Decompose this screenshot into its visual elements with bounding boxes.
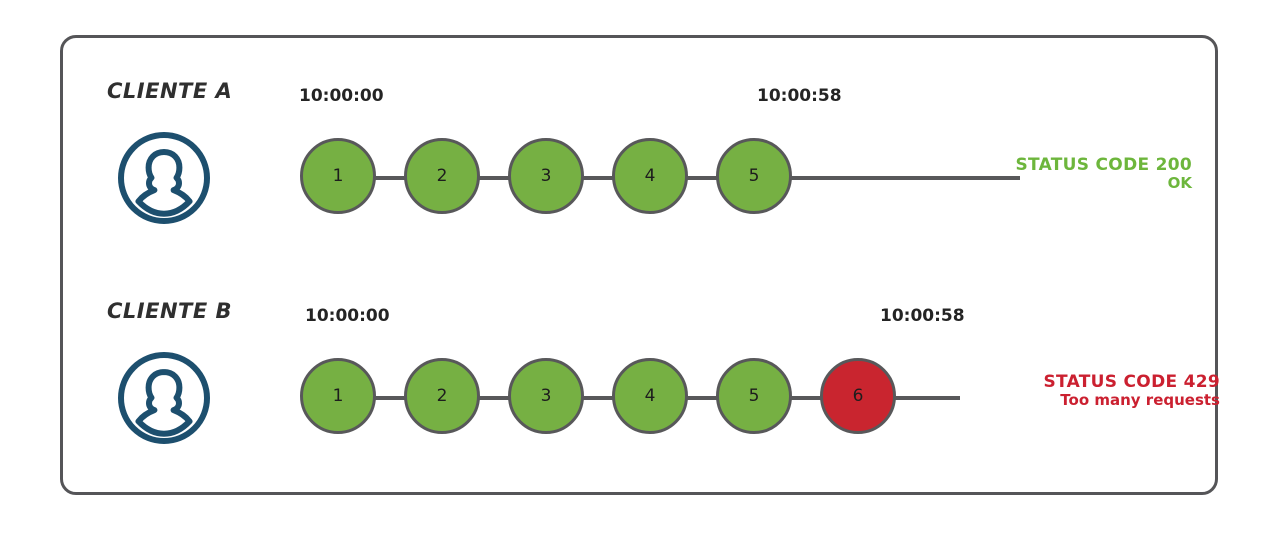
request-node-2[interactable]: 2	[404, 358, 480, 434]
status-b-line1: STATUS CODE 429	[1043, 372, 1220, 392]
chain-connector	[684, 396, 720, 400]
chain-tail-connector	[892, 396, 960, 400]
chain-connector	[372, 396, 408, 400]
chain-tail-connector	[788, 176, 1020, 180]
chain-connector	[788, 396, 824, 400]
client-b-end-time: 10:00:58	[880, 306, 965, 326]
client-a-start-time: 10:00:00	[299, 86, 384, 106]
request-node-5[interactable]: 5	[716, 358, 792, 434]
user-avatar-icon	[116, 130, 212, 226]
status-a-line2: OK	[1167, 174, 1192, 193]
chain-connector	[580, 176, 616, 180]
status-b-line2: Too many requests	[1060, 391, 1220, 410]
client-a-label: CLIENTE A	[107, 79, 233, 103]
chain-connector	[476, 396, 512, 400]
user-avatar-icon	[116, 350, 212, 446]
request-node-1[interactable]: 1	[300, 138, 376, 214]
request-node-5[interactable]: 5	[716, 138, 792, 214]
request-node-1[interactable]: 1	[300, 358, 376, 434]
status-badge-a: STATUS CODE 200 OK	[820, 155, 1192, 193]
chain-connector	[580, 396, 616, 400]
request-node-3[interactable]: 3	[508, 138, 584, 214]
client-a-end-time: 10:00:58	[757, 86, 842, 106]
request-node-4[interactable]: 4	[612, 358, 688, 434]
chain-connector	[476, 176, 512, 180]
client-b-label: CLIENTE B	[107, 299, 233, 323]
request-node-4[interactable]: 4	[612, 138, 688, 214]
client-b-start-time: 10:00:00	[305, 306, 390, 326]
request-node-2[interactable]: 2	[404, 138, 480, 214]
request-node-3[interactable]: 3	[508, 358, 584, 434]
status-a-line1: STATUS CODE 200	[1015, 155, 1192, 175]
chain-connector	[684, 176, 720, 180]
status-badge-b: STATUS CODE 429 Too many requests	[830, 372, 1220, 410]
request-node-6[interactable]: 6	[820, 358, 896, 434]
chain-connector	[372, 176, 408, 180]
